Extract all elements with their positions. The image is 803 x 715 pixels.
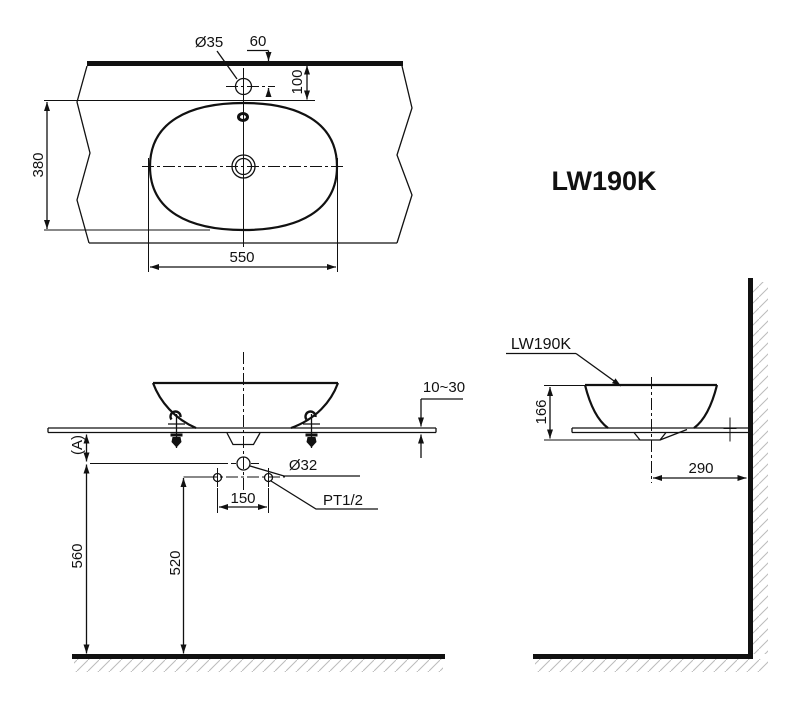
front-view: 10~30 (A) Ø32 150 PT1/2 560 — [47, 352, 465, 672]
dim-drain-dia-leader — [249, 465, 360, 477]
side-product-label: LW190K — [511, 336, 572, 353]
dim-380-label: 380 — [30, 152, 47, 177]
basin-side-right-front — [290, 382, 340, 430]
supply-hole-right — [263, 472, 274, 483]
product-code-title: LW190K — [551, 166, 657, 196]
dim-a-label: (A) — [69, 435, 86, 455]
basin-side-left-side — [583, 384, 609, 429]
clip-nut — [171, 437, 182, 448]
drain-hole-inner — [234, 157, 253, 176]
dim-166-label: 166 — [533, 399, 550, 424]
dim-faucet-offset-label: 60 — [250, 33, 267, 50]
dim-faucet-dia-leader — [216, 50, 238, 80]
dim-150-label: 150 — [230, 490, 255, 507]
supply-hole-left — [212, 472, 223, 483]
dim-520-label: 520 — [167, 550, 184, 575]
clip-hook — [169, 410, 182, 421]
floor-hatch-left — [74, 659, 443, 672]
mounting-clip-right — [303, 410, 320, 448]
dim-550-label: 550 — [229, 249, 254, 266]
overflow-hole — [237, 112, 249, 122]
counter-break-line-right — [396, 65, 413, 244]
dim-faucet-dia-label: Ø35 — [195, 34, 223, 51]
basin-side-right-side — [693, 384, 719, 429]
clip-hook — [304, 410, 317, 421]
dim-supply-thread-label: PT1/2 — [323, 492, 363, 509]
clip-washer — [170, 433, 183, 437]
drain-outlet-hole — [236, 456, 251, 471]
clip-nut — [306, 437, 317, 448]
drain-outlet-slant-side — [659, 428, 688, 441]
clip-washer — [305, 433, 318, 437]
basin-side-left-front — [151, 382, 197, 430]
dim-supply-thread-leader — [270, 480, 378, 510]
drain-hole-outer — [231, 154, 256, 179]
dim-560-label: 560 — [69, 543, 86, 568]
side-view: LW190K 166 290 — [506, 278, 768, 672]
faucet-hole — [234, 77, 253, 96]
dim-counter-thickness-label: 10~30 — [423, 379, 465, 396]
dim-back-to-basin-label: 100 — [289, 69, 306, 94]
floor-hatch-right — [535, 659, 768, 672]
plan-view: Ø35 60 100 380 550 — [30, 33, 413, 272]
mounting-clip-left — [168, 410, 185, 448]
counter-break-line-left — [76, 65, 91, 244]
dim-290-label: 290 — [688, 460, 713, 477]
side-product-label-leader — [575, 352, 622, 387]
dim-drain-dia-label: Ø32 — [289, 457, 317, 474]
wall-hatch — [753, 282, 768, 654]
drain-recess-front — [226, 432, 261, 446]
